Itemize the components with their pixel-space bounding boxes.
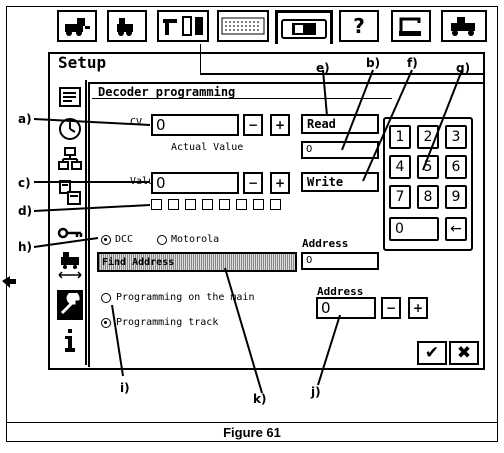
bit-checkbox[interactable]: [270, 199, 281, 210]
programming-track-option[interactable]: Programming track: [101, 317, 218, 328]
find-address-button[interactable]: Find Address: [97, 252, 297, 272]
bit-checkbox[interactable]: [236, 199, 247, 210]
sidebar-item-info[interactable]: [57, 326, 83, 356]
bit-checkbox[interactable]: [219, 199, 230, 210]
signal-icon[interactable]: [157, 10, 209, 42]
callout-c: c): [18, 176, 31, 190]
key-6[interactable]: 6: [445, 155, 467, 179]
page-title: Setup: [58, 53, 107, 72]
prog-main-label: Programming on the main: [116, 292, 255, 303]
bit-checkboxes: [151, 199, 301, 211]
programming-on-main-option[interactable]: Programming on the main: [101, 292, 254, 303]
cv-label: CV: [130, 117, 143, 128]
sidebar-item-programming[interactable]: [57, 290, 83, 320]
callout-g: g): [456, 61, 471, 75]
panel-title: Decoder programming: [98, 85, 236, 99]
cv-decrement-button[interactable]: −: [243, 114, 263, 136]
actual-value-field: 0: [301, 141, 379, 159]
address2-increment-button[interactable]: +: [408, 297, 428, 319]
callout-e: e): [316, 61, 330, 75]
dcc-radio[interactable]: [101, 234, 111, 245]
cv-increment-button[interactable]: +: [270, 114, 290, 136]
tab-outline: [200, 44, 485, 75]
address-field: 0: [301, 252, 379, 270]
bit-checkbox[interactable]: [151, 199, 162, 210]
help-icon[interactable]: ?: [339, 10, 379, 42]
motorola-label: Motorola: [171, 234, 220, 245]
decoder-panel: [88, 82, 483, 367]
shunting-icon[interactable]: [441, 10, 487, 42]
locomotive-icon[interactable]: [57, 10, 97, 42]
address2-input[interactable]: 0: [316, 297, 376, 319]
decoder-icon[interactable]: [275, 10, 333, 44]
value-input[interactable]: 0: [151, 172, 239, 194]
callout-d: d): [18, 204, 33, 218]
setup-sidebar: [55, 80, 87, 365]
dcc-label: DCC: [115, 234, 134, 245]
bit-checkbox[interactable]: [202, 199, 213, 210]
prog-main-radio[interactable]: [101, 292, 111, 303]
read-button[interactable]: Read: [301, 114, 379, 134]
sidebar-item-locomotive[interactable]: [57, 250, 83, 280]
sidebar-item-network[interactable]: [57, 146, 83, 172]
key-7[interactable]: 7: [389, 185, 411, 209]
callout-i: i): [120, 381, 130, 395]
sidebar-item-devices[interactable]: [57, 180, 83, 206]
sidebar-item-key[interactable]: [57, 220, 83, 246]
wrench-icon: [60, 293, 80, 315]
key-backspace[interactable]: ←: [445, 217, 467, 241]
prog-track-radio[interactable]: [101, 317, 111, 328]
key-8[interactable]: 8: [417, 185, 439, 209]
sidebar-item-display[interactable]: [57, 84, 83, 110]
address-label: Address: [302, 237, 349, 250]
key-0[interactable]: 0: [389, 217, 439, 241]
key-1[interactable]: 1: [389, 125, 411, 149]
track-diagram-icon[interactable]: [217, 10, 269, 42]
locomotive-control-icon[interactable]: [107, 10, 147, 42]
numeric-keypad: 1 2 3 4 5 6 7 8 9 0 ←: [383, 117, 473, 251]
dcc-option[interactable]: DCC: [101, 234, 133, 245]
callout-j: j): [311, 385, 321, 399]
title-divider: [92, 98, 392, 99]
motorola-radio[interactable]: [157, 234, 167, 245]
callout-k: k): [253, 392, 267, 406]
cancel-button[interactable]: ✖: [449, 341, 479, 365]
key-3[interactable]: 3: [445, 125, 467, 149]
locomotive-arrows-icon: [58, 252, 82, 279]
callout-b: b): [366, 56, 381, 70]
info-icon: [65, 329, 75, 352]
cv-input[interactable]: 0: [151, 114, 239, 136]
value-decrement-button[interactable]: −: [243, 172, 263, 194]
figure-caption: Figure 61: [6, 422, 498, 443]
devices-icon: [59, 180, 81, 205]
write-button[interactable]: Write: [301, 172, 379, 192]
prog-track-label: Programming track: [116, 317, 219, 328]
callout-a: a): [18, 112, 32, 126]
callout-f: f): [407, 56, 418, 70]
motorola-option[interactable]: Motorola: [157, 234, 219, 245]
value-increment-button[interactable]: +: [270, 172, 290, 194]
sidebar-item-clock[interactable]: [57, 116, 83, 142]
key-icon: [57, 227, 83, 239]
figure-frame: [6, 6, 498, 442]
network-icon: [58, 147, 82, 170]
confirm-button[interactable]: ✔: [417, 341, 447, 365]
clock-icon: [59, 118, 81, 140]
display-settings-icon: [59, 87, 81, 107]
key-4[interactable]: 4: [389, 155, 411, 179]
bit-checkbox[interactable]: [253, 199, 264, 210]
actual-value-label: Actual Value: [171, 142, 244, 153]
crane-icon[interactable]: [391, 10, 431, 42]
key-9[interactable]: 9: [445, 185, 467, 209]
top-toolbar: ?: [47, 10, 493, 44]
address2-label: Address: [317, 285, 364, 298]
bit-checkbox[interactable]: [185, 199, 196, 210]
callout-h: h): [18, 240, 33, 254]
bit-checkbox[interactable]: [168, 199, 179, 210]
address2-decrement-button[interactable]: −: [381, 297, 401, 319]
